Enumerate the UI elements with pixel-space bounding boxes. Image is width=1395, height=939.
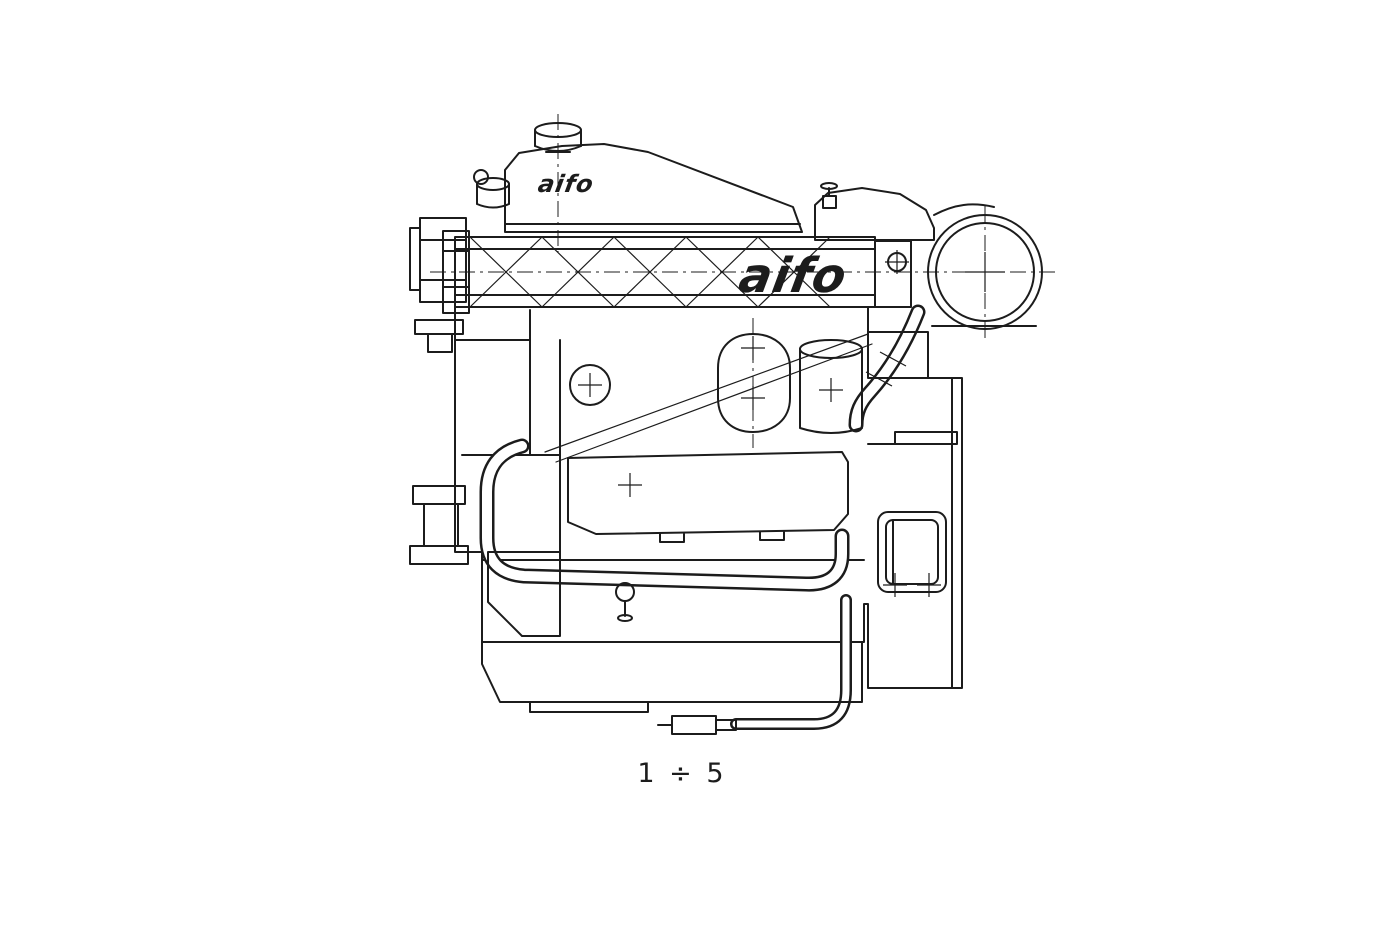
rear-mount — [877, 511, 947, 593]
small-cap — [473, 169, 489, 185]
expansion-tank — [473, 143, 803, 233]
coolant-hose — [479, 438, 850, 592]
support-braces — [469, 236, 831, 308]
oil-sump — [481, 641, 863, 713]
filler-cap — [534, 122, 582, 153]
air-hose — [848, 304, 926, 433]
crank-pulley-guard — [487, 551, 561, 637]
drain-plug — [615, 582, 635, 622]
center-marks — [578, 250, 1005, 597]
diagonal-pipe — [544, 333, 873, 463]
side-cover — [567, 451, 849, 543]
scale-caption: 1 ÷ 5 — [637, 758, 726, 789]
drain-fitting — [657, 715, 737, 735]
oil-filter — [717, 333, 791, 433]
engine-diagram: aifo aifo — [409, 114, 1058, 789]
bolt — [822, 195, 837, 209]
front-mount — [409, 217, 469, 565]
block-port — [569, 364, 611, 406]
cylindrical-reservoir — [799, 339, 863, 434]
tank-logo: aifo — [536, 170, 596, 198]
manifold-logo: aifo — [735, 248, 851, 304]
turbocharger — [814, 182, 1043, 330]
engine-block — [454, 306, 963, 689]
right-end-cap — [874, 240, 912, 308]
drain-pipe — [730, 594, 852, 730]
